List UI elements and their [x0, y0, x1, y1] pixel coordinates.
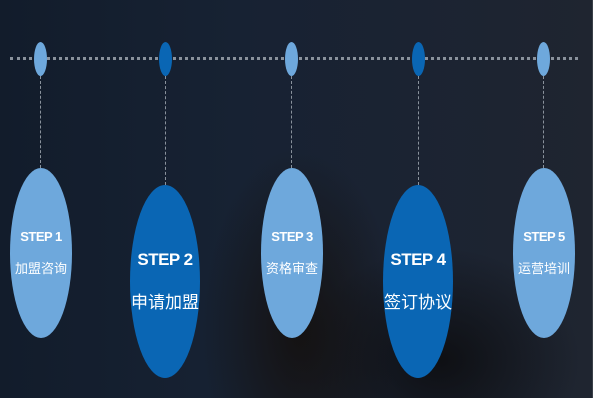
string-step-3: [291, 76, 292, 168]
step-2-label: STEP 2: [137, 250, 193, 269]
step-5-label: STEP 5: [523, 229, 565, 244]
step-5-title: 运营培训: [517, 261, 570, 276]
pin-step-5: [537, 42, 550, 76]
step-1-bubble[interactable]: STEP 1 加盟咨询: [10, 168, 72, 338]
step-3-label: STEP 3: [271, 229, 313, 244]
string-step-2: [165, 76, 166, 185]
pin-step-1: [34, 42, 47, 76]
step-5-bubble[interactable]: STEP 5 运营培训: [513, 168, 575, 338]
step-3-bubble[interactable]: STEP 3 资格审查: [261, 168, 323, 338]
string-step-5: [543, 76, 544, 168]
pin-step-3: [285, 42, 298, 76]
pin-step-4: [412, 42, 425, 76]
string-step-1: [40, 76, 41, 168]
step-1-label: STEP 1: [20, 229, 62, 244]
step-2-title: 申请加盟: [131, 293, 199, 312]
step-3-title: 资格审查: [265, 261, 318, 276]
step-4-label: STEP 4: [390, 250, 446, 269]
pin-step-2: [159, 42, 172, 76]
step-1-title: 加盟咨询: [14, 261, 67, 276]
string-step-4: [418, 76, 419, 185]
step-4-title: 签订协议: [384, 293, 452, 312]
step-2-bubble[interactable]: STEP 2 申请加盟: [130, 185, 200, 378]
step-4-bubble[interactable]: STEP 4 签订协议: [383, 185, 453, 378]
